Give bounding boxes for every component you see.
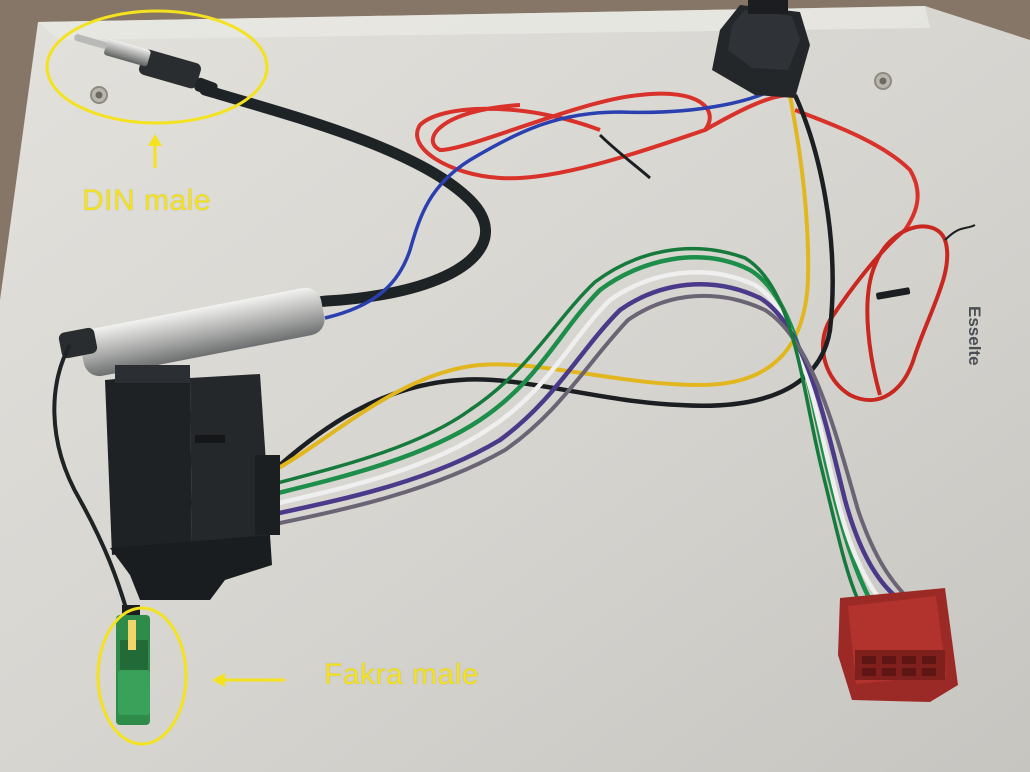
din-highlight-ellipse <box>45 9 269 125</box>
din-plug-body <box>139 49 201 89</box>
yellow-wire <box>274 69 811 472</box>
antenna-cable <box>199 84 491 308</box>
filter-barrel <box>80 287 325 377</box>
din-male-label: DIN male <box>82 184 212 217</box>
brand-watermark: Esselte <box>965 306 984 366</box>
white-wire <box>269 270 882 602</box>
blue-wire <box>324 83 782 320</box>
car-side-connector <box>105 372 192 555</box>
fakra-male-label: Fakra male <box>324 658 480 691</box>
fakra-highlight-ellipse <box>96 606 188 746</box>
red-wire-coil <box>415 91 712 181</box>
fakra-lead <box>52 344 130 616</box>
green-wire <box>269 255 873 602</box>
purple-wire <box>269 282 902 602</box>
